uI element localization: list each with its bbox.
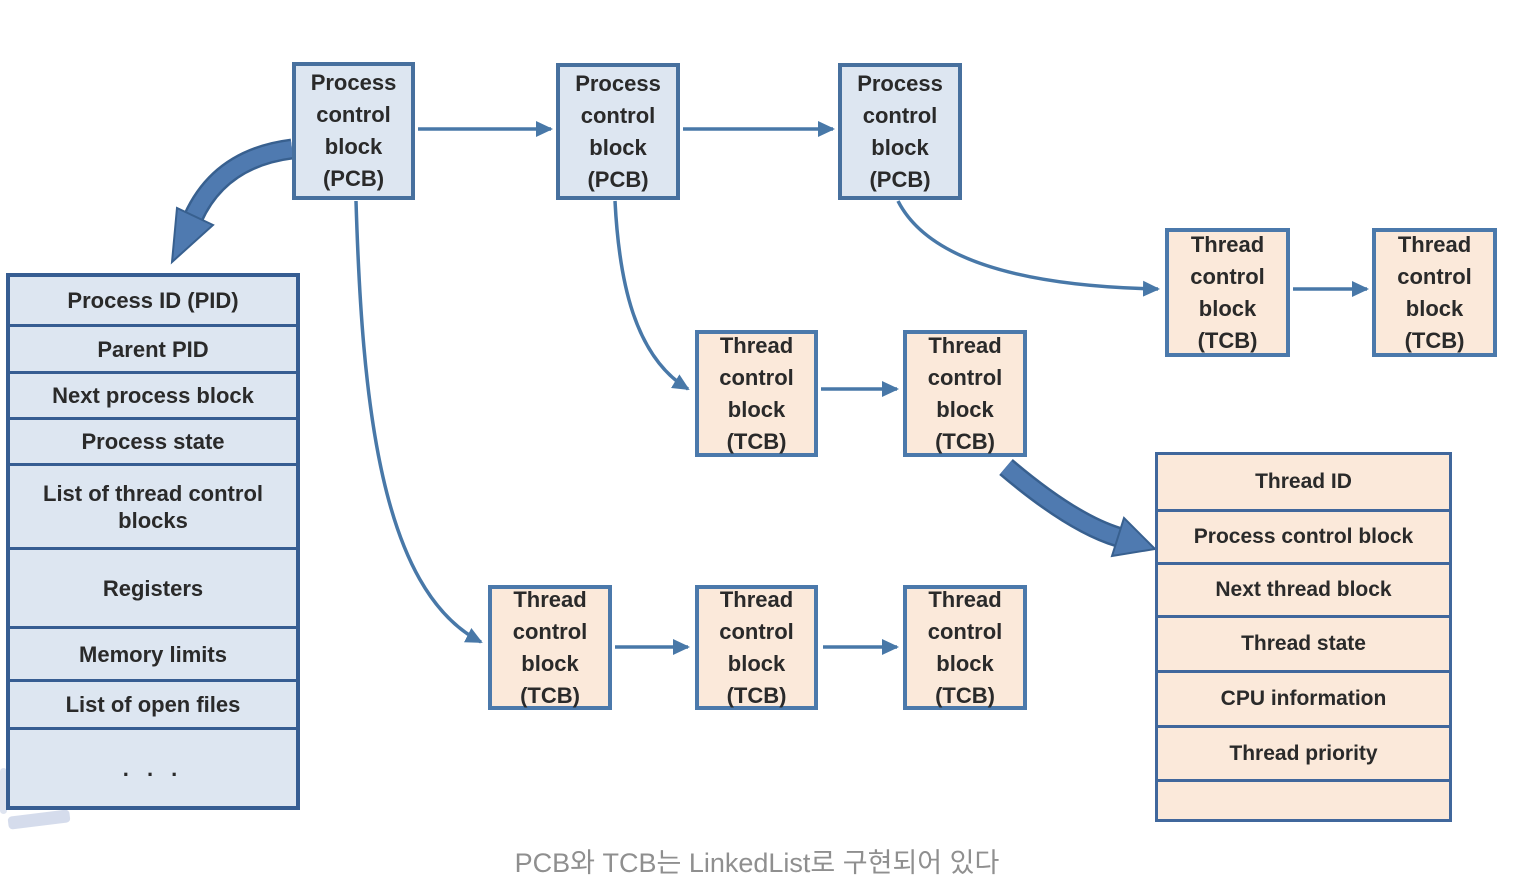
pcb-row-label: Next process block (52, 383, 254, 408)
table-row: CPU information (1158, 670, 1449, 725)
table-row: Next thread block (1158, 562, 1449, 615)
thick-arrow-pcb-detail (170, 138, 294, 265)
tcb-box-top-2: Thread control block (TCB) (1372, 228, 1497, 357)
tcb-detail-table: Thread ID Process control block Next thr… (1155, 452, 1452, 822)
tcb-box-mid-2: Thread control block (TCB) (903, 330, 1027, 457)
tcb-row-label: Thread state (1241, 632, 1366, 655)
arrow-pcb2-to-tcb-mid-list (613, 200, 690, 391)
table-row-ellipsis: . . . (1158, 779, 1449, 819)
pcb-row-label: Parent PID (97, 336, 209, 362)
table-row: Process ID (PID) (10, 277, 296, 324)
table-row: Process state (10, 417, 296, 463)
pcb-row-label: Process ID (PID) (67, 288, 239, 313)
tcb-box-label: Thread control block (TCB) (927, 586, 1003, 708)
tcb-box-label: Thread control block (TCB) (927, 332, 1003, 454)
pcb-row-label: Process state (81, 429, 225, 454)
pcb-detail-table: Process ID (PID) Parent PID Next process… (6, 273, 300, 810)
tcb-box-bot-2: Thread control block (TCB) (695, 585, 818, 710)
table-row: Thread priority (1158, 725, 1449, 779)
table-row: List of thread control blocks (10, 463, 296, 547)
table-row: Process control block (1158, 509, 1449, 562)
tcb-row-label: Process control block (1193, 525, 1414, 548)
tcb-box-label: Thread control block (TCB) (1190, 231, 1265, 353)
pcb-box-2: Process control block (PCB) (556, 63, 680, 200)
pcb-row-label: List of open files (65, 692, 241, 717)
table-row: Thread ID (1158, 455, 1449, 509)
table-row: Registers (10, 547, 296, 626)
table-row: Parent PID (10, 324, 296, 371)
tcb-box-label: Thread control block (TCB) (719, 332, 794, 454)
tcb-box-bot-3: Thread control block (TCB) (903, 585, 1027, 710)
pcb-row-label: . . . (122, 755, 184, 781)
arrow-pcb1-to-tcb-bottom-list (354, 200, 483, 644)
tcb-row-label: Next thread block (1215, 578, 1392, 601)
tcb-box-label: Thread control block (TCB) (719, 586, 794, 708)
table-row: Next process block (10, 371, 296, 417)
tcb-box-top-1: Thread control block (TCB) (1165, 228, 1290, 357)
tcb-box-label: Thread control block (TCB) (1397, 231, 1472, 353)
table-row: Thread state (1158, 615, 1449, 670)
arrow-pcb3-to-tcb-top-list (896, 200, 1160, 297)
pcb-box-3: Process control block (PCB) (838, 63, 962, 200)
pcb-box-label: Process control block (PCB) (575, 70, 661, 192)
thick-arrow-tcb-detail (999, 458, 1158, 558)
diagram-caption: PCB와 TCB는 LinkedList로 구현되어 있다 (514, 848, 1000, 878)
pcb-row-label: Memory limits (79, 641, 227, 667)
tcb-row-label: Thread priority (1229, 741, 1378, 765)
pcb-box-label: Process control block (PCB) (310, 70, 397, 191)
pcb-row-label: Registers (102, 575, 204, 601)
pcb-row-label: List of thread control blocks (43, 480, 263, 533)
tcb-box-bot-1: Thread control block (TCB) (488, 585, 612, 710)
tcb-box-mid-1: Thread control block (TCB) (695, 330, 818, 457)
table-row: Memory limits (10, 626, 296, 679)
tcb-row-label: Thread ID (1255, 470, 1352, 493)
table-row-ellipsis: . . . (10, 727, 296, 806)
watermark-smudge (0, 768, 7, 814)
tcb-row-label: CPU information (1220, 687, 1387, 710)
pcb-box-1: Process control block (PCB) (292, 62, 415, 200)
table-row: List of open files (10, 679, 296, 727)
pcb-box-label: Process control block (PCB) (857, 70, 943, 192)
tcb-box-label: Thread control block (TCB) (512, 586, 588, 708)
